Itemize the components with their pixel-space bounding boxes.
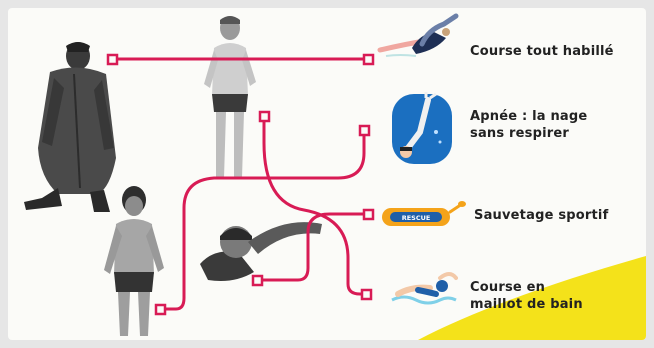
connector-swimmer-to-sauvetage: [257, 214, 366, 280]
connector-dot-maillot: [362, 290, 371, 299]
swimsuit-swimmer-icon: [388, 272, 458, 308]
connector-swimwear-to-maillot: [264, 116, 366, 294]
rescue-board-icon: RESCUE: [376, 200, 466, 228]
connector-dot-coat: [108, 55, 117, 64]
connector-dot-swimwear: [260, 112, 269, 121]
clothed-swimmer-icon: [376, 10, 460, 60]
connector-dot-young-man: [156, 305, 165, 314]
connector-dot-habille: [364, 55, 373, 64]
label-course-en-maillot: Course en maillot de bain: [470, 279, 583, 313]
label-sauvetage-sportif: Sauvetage sportif: [474, 207, 608, 224]
label-course-tout-habille: Course tout habillé: [470, 43, 614, 60]
activity-matching-card: RESCUE Course tout habillé Apnée : la na…: [8, 8, 646, 340]
freediver-icon: [390, 92, 454, 166]
connector-dot-apnee: [360, 126, 369, 135]
connector-dot-swimmer: [253, 276, 262, 285]
rescue-board-text: RESCUE: [402, 214, 431, 222]
label-apnee: Apnée : la nage sans respirer: [470, 108, 587, 142]
connector-dot-sauvetage: [364, 210, 373, 219]
